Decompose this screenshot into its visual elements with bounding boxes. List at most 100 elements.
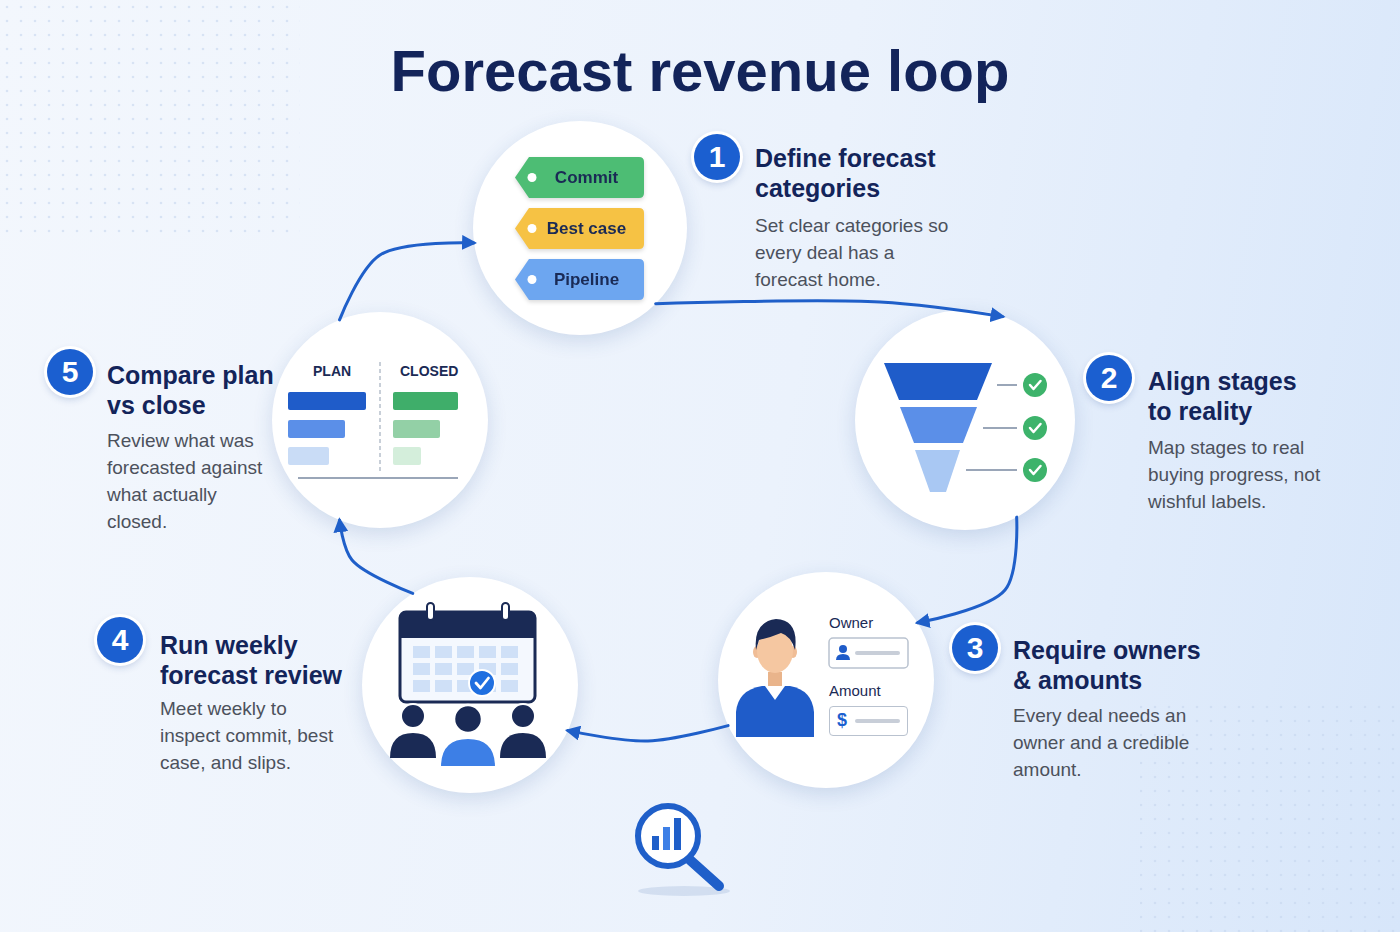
step-number: 2 — [1086, 355, 1132, 401]
amount-field: $ — [829, 706, 908, 736]
tag-shape — [515, 157, 644, 198]
field-label: Amount — [829, 682, 881, 699]
tag-shape — [515, 208, 644, 249]
loop-arrow — [340, 243, 474, 320]
calendar-icon — [501, 680, 518, 692]
calendar-icon — [413, 663, 430, 675]
calendar-icon — [400, 612, 535, 638]
loop-arrow — [568, 726, 728, 741]
calendar-icon — [457, 663, 474, 675]
step-circle: Run weekly forecast reviewMeet weekly to… — [362, 577, 578, 793]
dot-pattern — [0, 0, 300, 240]
step-heading: Run weekly forecast review — [160, 630, 355, 690]
team-icon — [454, 705, 482, 733]
step-number: 4 — [97, 617, 143, 663]
funnel-icon — [900, 407, 977, 443]
owner-field — [829, 638, 908, 668]
plan-vs-closed-chart — [393, 447, 421, 465]
step-circle: Align stages to realityMap stages to rea… — [855, 310, 1075, 530]
chart-column-label: PLAN — [313, 363, 351, 379]
forecast-category-tag: Best case — [515, 208, 644, 249]
loop-arrow — [656, 301, 1003, 317]
step-description: Map stages to real buying progress, not … — [1148, 434, 1328, 515]
calendar-icon — [469, 670, 495, 696]
step-circle: Define forecast categoriesSet clear cate… — [473, 121, 687, 335]
calendar-icon — [501, 646, 518, 658]
calendar-icon — [435, 646, 452, 658]
calendar-icon — [501, 663, 518, 675]
step-description: Every deal needs an owner and a credible… — [1013, 702, 1198, 783]
check-icon — [1023, 373, 1047, 397]
loop-arrow — [918, 517, 1017, 623]
funnel-icon — [915, 450, 960, 492]
step-number-badge: 5 — [47, 349, 93, 395]
step-heading: Align stages to reality — [1148, 366, 1318, 426]
team-icon — [401, 704, 425, 728]
chart-column-label: CLOSED — [400, 363, 458, 379]
owner-field — [836, 654, 850, 660]
owner-avatar — [768, 672, 782, 688]
plan-vs-closed-chart — [288, 362, 458, 478]
calendar-icon — [427, 603, 434, 620]
category-label: Best case — [533, 208, 640, 249]
tag-hole — [528, 173, 537, 182]
team-icon — [511, 704, 535, 728]
step-heading: Compare plan vs close — [107, 360, 287, 420]
team-icon — [440, 738, 496, 767]
plan-vs-closed-chart — [288, 392, 366, 410]
owner-avatar — [736, 619, 814, 737]
check-icon — [1023, 373, 1047, 482]
step-number-badge: 1 — [694, 134, 740, 180]
calendar-icon — [400, 612, 535, 702]
calendar-icon — [479, 663, 496, 675]
owner-field — [839, 645, 847, 653]
funnel-icon — [884, 363, 992, 400]
step-number: 1 — [694, 134, 740, 180]
owner-avatar — [753, 646, 761, 658]
amount-field-line — [857, 719, 898, 723]
forecast-category-tag: Pipeline — [515, 259, 644, 300]
step-description: Set clear categories so every deal has a… — [755, 212, 955, 293]
step-number-badge: 3 — [952, 625, 998, 671]
plan-vs-closed-chart — [298, 477, 458, 479]
step-circle: Require owners & amountsEvery deal needs… — [718, 572, 934, 788]
step-circle: Compare plan vs closeReview what was for… — [272, 312, 488, 528]
step-number-badge: 2 — [1086, 355, 1132, 401]
plan-vs-closed-chart — [288, 447, 329, 465]
calendar-icon — [479, 680, 496, 692]
category-label: Commit — [533, 157, 640, 198]
calendar-icon — [502, 603, 509, 620]
magnifier-icon — [674, 818, 681, 850]
owner-avatar — [765, 686, 785, 700]
owner-avatar — [736, 686, 814, 737]
currency-symbol: $ — [837, 707, 847, 734]
amount-field-line — [857, 721, 898, 722]
check-icon — [1030, 381, 1041, 474]
magnifier-icon — [638, 886, 730, 896]
magnifier-icon — [638, 806, 698, 866]
team-icon — [390, 733, 436, 758]
step-heading: Require owners & amounts — [1013, 635, 1213, 695]
owner-avatar — [789, 646, 797, 658]
tag-shape — [515, 259, 644, 300]
plan-vs-closed-chart — [379, 362, 381, 472]
calendar-icon — [457, 646, 474, 658]
check-icon — [1023, 458, 1047, 482]
leader-line — [997, 384, 1017, 386]
team-icon — [500, 733, 546, 758]
loop-arrow — [340, 520, 413, 593]
tag-hole — [528, 275, 537, 284]
calendar-icon — [400, 603, 535, 702]
owner-avatar — [757, 629, 793, 673]
step-description: Meet weekly to inspect commit, best case… — [160, 695, 338, 776]
funnel-icon — [884, 363, 992, 492]
step-heading: Define forecast categories — [755, 143, 970, 203]
forecast-category-tag: Commit — [515, 157, 644, 198]
step-description: Review what was forecasted against what … — [107, 427, 272, 535]
plan-vs-closed-chart — [393, 392, 458, 410]
magnifier-icon — [663, 827, 670, 850]
magnifier-icon — [690, 860, 719, 886]
